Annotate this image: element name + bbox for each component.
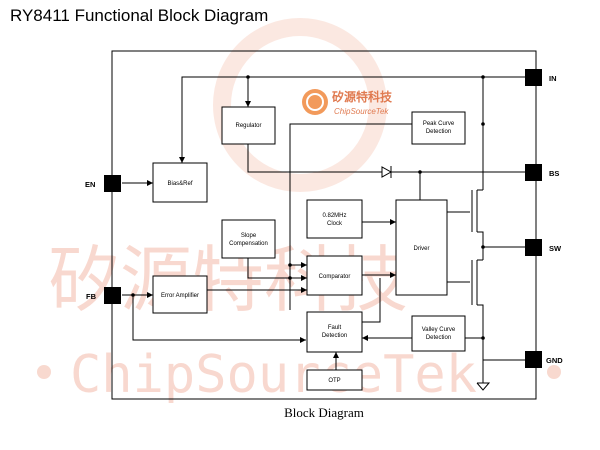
driver-label: Driver bbox=[414, 246, 430, 252]
chip-outline bbox=[111, 50, 537, 400]
valley-label-2: Detection bbox=[426, 335, 451, 341]
block-comparator: Comparator bbox=[306, 255, 363, 296]
pin-fb-label: FB bbox=[86, 292, 97, 301]
pin-in-label: IN bbox=[549, 74, 557, 83]
logo-chinese: 矽源特科技 bbox=[332, 89, 393, 104]
block-peak-curve: Peak Curve Detection bbox=[411, 111, 466, 145]
block-fault-detection: Fault Detection bbox=[306, 311, 363, 353]
valley-label-1: Valley Curve bbox=[422, 327, 456, 333]
pin-en: EN bbox=[85, 175, 121, 192]
logo-english: ChipSourceTek bbox=[334, 107, 389, 116]
pin-gnd: GND bbox=[525, 351, 563, 368]
comparator-label: Comparator bbox=[319, 274, 351, 280]
block-error-amplifier: Error Amplifier bbox=[152, 275, 208, 314]
error-amp-label: Error Amplifier bbox=[161, 293, 199, 299]
pin-bs: BS bbox=[525, 164, 559, 181]
pin-gnd-label: GND bbox=[546, 356, 563, 365]
pin-sw: SW bbox=[525, 239, 562, 256]
pin-in: IN bbox=[525, 69, 557, 86]
diagram-caption: Block Diagram bbox=[284, 405, 364, 420]
fault-label-1: Fault bbox=[328, 325, 342, 331]
block-regulator: Regulator bbox=[221, 106, 276, 145]
diagram-title: RY8411 Functional Block Diagram bbox=[10, 6, 269, 25]
pin-sw-label: SW bbox=[549, 244, 562, 253]
slope-label-1: Slope bbox=[241, 233, 257, 239]
fault-label-2: Detection bbox=[322, 333, 347, 339]
signal-arrows bbox=[147, 101, 396, 358]
connection-wires bbox=[122, 76, 525, 391]
pin-fb: FB bbox=[86, 287, 121, 304]
block-otp: OTP bbox=[306, 369, 363, 391]
block-clock: 0.82MHz Clock bbox=[306, 199, 363, 239]
slope-label-2: Compensation bbox=[229, 241, 268, 247]
block-bias-ref: Bias&Ref bbox=[152, 162, 208, 203]
watermark-english: ChipSourceTek bbox=[70, 345, 477, 405]
pin-bs-label: BS bbox=[549, 169, 559, 178]
bootstrap-diode bbox=[381, 166, 393, 178]
block-slope-compensation: Slope Compensation bbox=[221, 219, 276, 259]
block-valley-curve: Valley Curve Detection bbox=[411, 315, 466, 352]
block-driver: Driver bbox=[395, 199, 448, 296]
watermark: 矽源特科技 ChipSourceTek bbox=[37, 18, 561, 405]
peak-curve-label-1: Peak Curve bbox=[423, 121, 455, 127]
otp-label: OTP bbox=[328, 378, 340, 384]
junction-dots bbox=[131, 75, 485, 340]
peak-curve-label-2: Detection bbox=[426, 129, 451, 135]
pin-en-label: EN bbox=[85, 180, 95, 189]
bias-ref-label: Bias&Ref bbox=[167, 181, 192, 187]
clock-label-1: 0.82MHz bbox=[322, 213, 346, 219]
company-logo: 矽源特科技 ChipSourceTek bbox=[302, 89, 393, 116]
clock-label-2: Clock bbox=[327, 221, 343, 227]
regulator-label: Regulator bbox=[235, 123, 261, 129]
